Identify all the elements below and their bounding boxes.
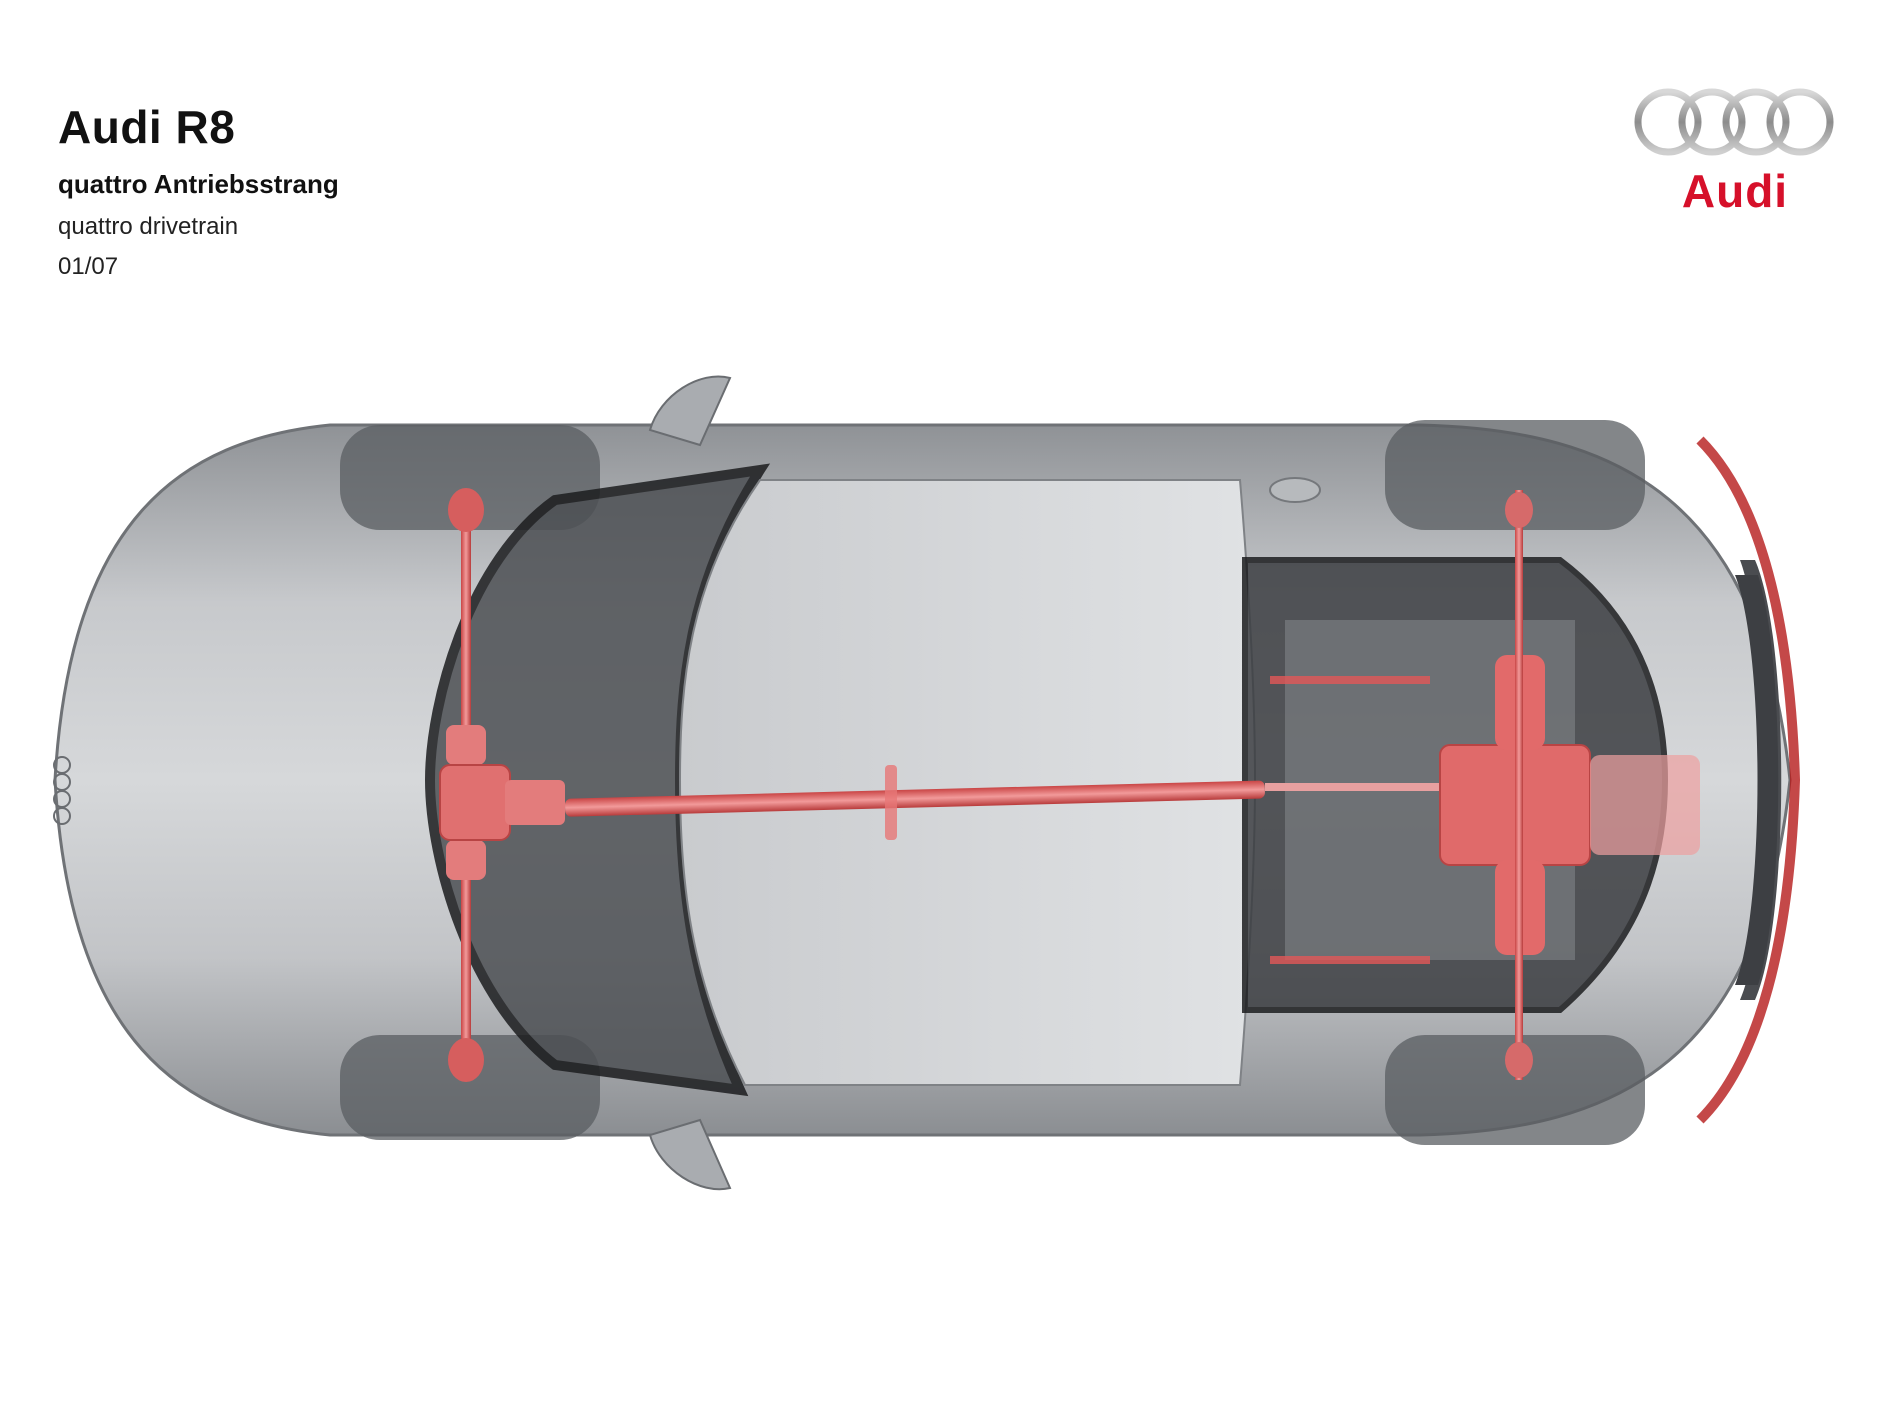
mirror-top	[648, 375, 732, 447]
front-badge-icon	[53, 756, 71, 825]
quattro-drivetrain	[439, 488, 1700, 1082]
engine-intake-runners	[1270, 676, 1430, 964]
drivetrain-diagram	[53, 375, 1801, 1191]
subtitle-english: quattro drivetrain	[58, 213, 239, 240]
audi-wordmark: Audi	[1681, 165, 1789, 217]
header: Audi R8 quattro Antriebsstrang quattro d…	[58, 100, 339, 282]
page-title: Audi R8	[58, 101, 236, 153]
fuel-cap	[1269, 477, 1321, 503]
mirror-bottom	[648, 1118, 732, 1191]
date-label: 01/07	[58, 253, 119, 280]
rear-axle-shaft	[1515, 490, 1523, 1080]
audi-logo: Audi	[1630, 84, 1840, 224]
subtitle-german: quattro Antriebsstrang	[58, 169, 339, 199]
propeller-shaft	[565, 780, 1265, 817]
four-rings-icon	[1634, 88, 1834, 156]
tires	[340, 420, 1645, 1145]
roof	[678, 479, 1257, 1086]
front-differential	[439, 764, 511, 841]
